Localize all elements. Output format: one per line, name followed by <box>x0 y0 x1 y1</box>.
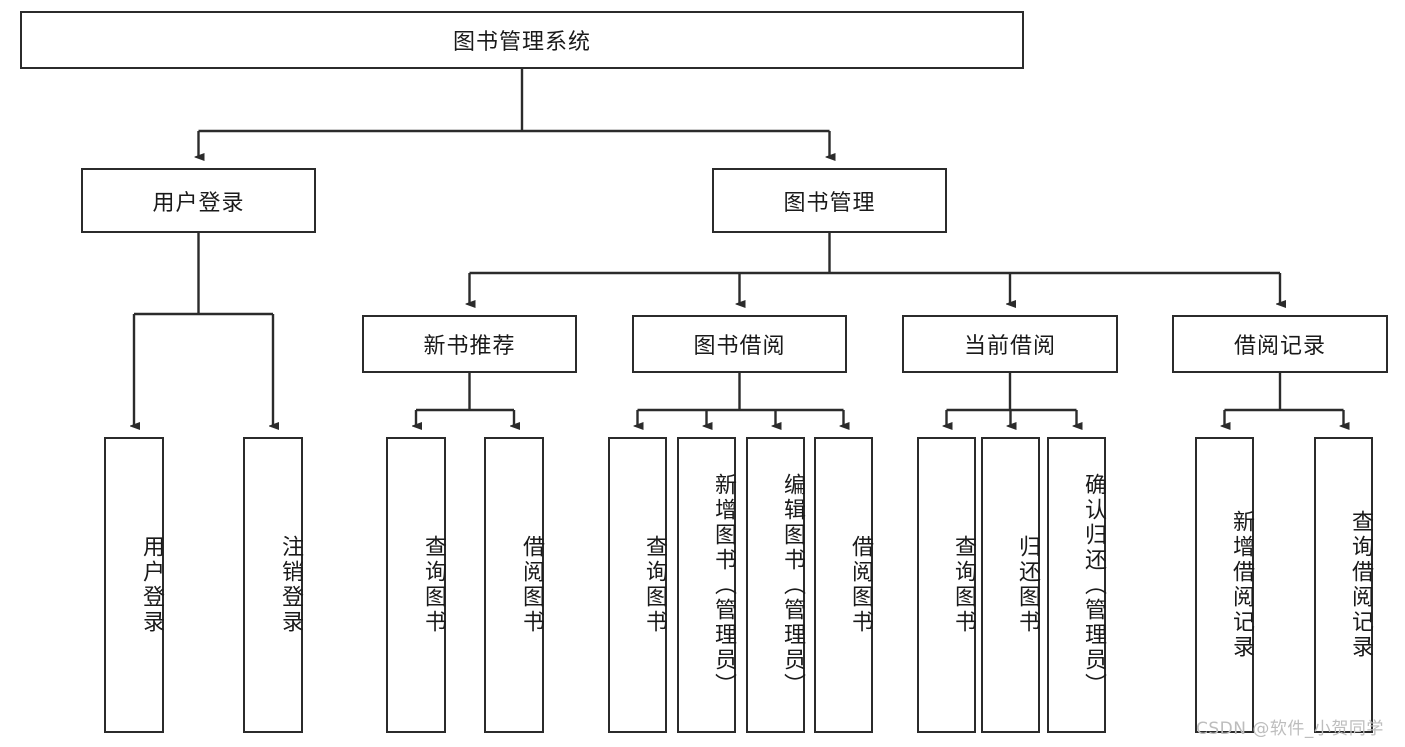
node-label: 查询借阅记录 <box>1348 510 1373 660</box>
node-book-manage[interactable]: 图书管理 <box>712 168 947 233</box>
node-leaf-confirm-return[interactable]: 确认归还（管理员） <box>1047 437 1106 733</box>
node-user-login[interactable]: 用户登录 <box>81 168 316 233</box>
node-book-borrow[interactable]: 图书借阅 <box>632 315 847 373</box>
node-root[interactable]: 图书管理系统 <box>20 11 1024 69</box>
node-label: 编辑图书（管理员） <box>780 472 805 698</box>
node-label: 查询图书 <box>642 535 667 635</box>
node-label: 新增借阅记录 <box>1229 510 1254 660</box>
node-label: 归还图书 <box>1015 535 1040 635</box>
node-leaf-borrow-book-2[interactable]: 借阅图书 <box>814 437 873 733</box>
node-borrow-record[interactable]: 借阅记录 <box>1172 315 1388 373</box>
node-leaf-logout[interactable]: 注销登录 <box>243 437 303 733</box>
node-leaf-query-book-3[interactable]: 查询图书 <box>917 437 976 733</box>
node-leaf-add-book[interactable]: 新增图书（管理员） <box>677 437 736 733</box>
node-leaf-return-book[interactable]: 归还图书 <box>981 437 1040 733</box>
node-leaf-add-record[interactable]: 新增借阅记录 <box>1195 437 1254 733</box>
watermark-label: CSDN @软件_小贺同学 <box>1196 719 1384 739</box>
node-label: 查询图书 <box>421 535 446 635</box>
node-leaf-edit-book[interactable]: 编辑图书（管理员） <box>746 437 805 733</box>
node-label: 图书管理系统 <box>452 30 591 55</box>
node-label: 查询图书 <box>951 535 976 635</box>
node-leaf-query-book-2[interactable]: 查询图书 <box>608 437 667 733</box>
node-leaf-borrow-book-1[interactable]: 借阅图书 <box>484 437 544 733</box>
node-leaf-user-login[interactable]: 用户登录 <box>104 437 164 733</box>
node-label: 图书借阅 <box>693 334 786 359</box>
node-label: 用户登录 <box>139 535 164 635</box>
node-label: 注销登录 <box>278 535 303 635</box>
node-leaf-query-book-1[interactable]: 查询图书 <box>386 437 446 733</box>
node-label: 确认归还（管理员） <box>1081 472 1106 698</box>
node-label: 图书管理 <box>783 190 876 216</box>
node-leaf-query-record[interactable]: 查询借阅记录 <box>1314 437 1373 733</box>
node-new-book-rec[interactable]: 新书推荐 <box>362 315 577 373</box>
node-label: 借阅图书 <box>519 535 544 635</box>
node-label: 借阅记录 <box>1233 334 1326 359</box>
node-label: 新增图书（管理员） <box>711 472 736 698</box>
node-label: 新书推荐 <box>423 334 516 359</box>
node-current-borrow[interactable]: 当前借阅 <box>902 315 1118 373</box>
node-label: 当前借阅 <box>963 334 1056 359</box>
node-label: 用户登录 <box>152 190 245 216</box>
node-label: 借阅图书 <box>848 535 873 635</box>
